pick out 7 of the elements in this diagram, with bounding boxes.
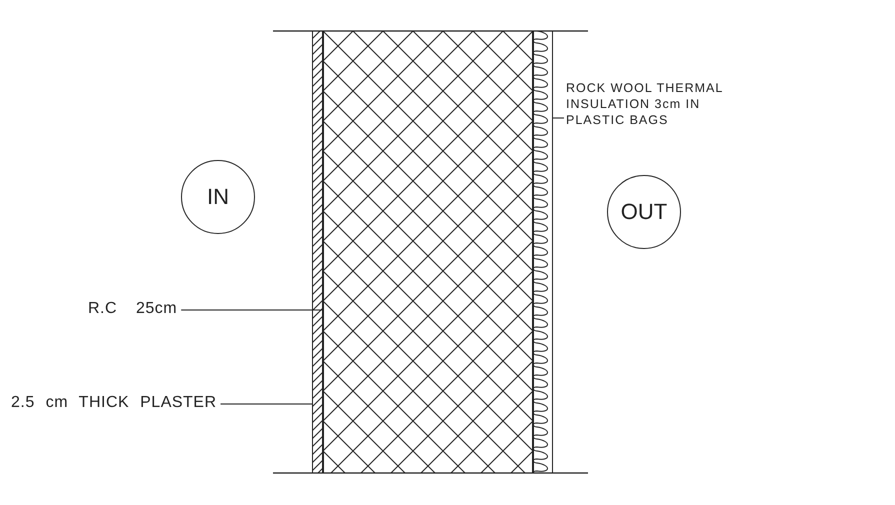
plaster-label: 2.5 cm THICK PLASTER: [11, 394, 217, 412]
room-side-symbol: [181, 160, 255, 234]
concrete-label: R.C 25cm: [88, 300, 178, 318]
circle-label: OUT: [620, 199, 668, 225]
circle-label: IN: [207, 184, 229, 210]
insulation-label: ROCK WOOL THERMAL INSULATION 3cm IN PLASTIC BAGS: [566, 80, 724, 128]
outside-symbol: [607, 175, 681, 249]
